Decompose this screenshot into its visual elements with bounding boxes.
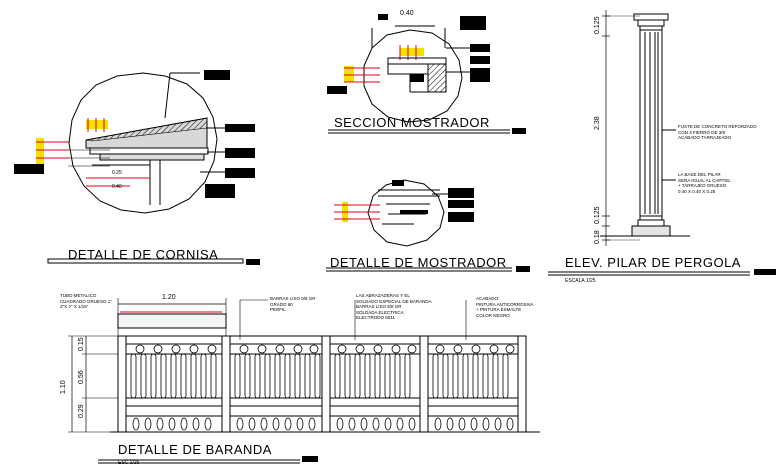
title-seccion-mostrador: SECCION MOSTRADOR	[334, 115, 490, 130]
note-baranda-acabado: ACABADO: PINTURA ANTICORROSIVA + PINTURA…	[476, 296, 534, 318]
title-elev-pilar: ELEV. PILAR DE PERGOLA	[565, 255, 741, 270]
baranda-posts	[117, 335, 527, 433]
title-detalle-cornisa: DETALLE DE CORNISA	[68, 247, 219, 262]
dim-pilar-total: 2.38	[594, 116, 601, 130]
dim-pilar-top: 0.125	[594, 16, 601, 34]
seccion-mostrador-detail	[327, 14, 526, 134]
pilar-elevation	[548, 10, 776, 276]
note-pilar-fuste: FUSTE DE CONCRETO REFORZADO CON 4 FIERRO…	[678, 124, 757, 140]
cornisa-detail: 0.25 0.40	[14, 70, 260, 265]
dim-seccion-width: 0.40	[400, 10, 414, 17]
seccion-break-circle	[363, 29, 463, 123]
svg-text:0.40: 0.40	[112, 184, 122, 190]
pilar-shaft	[639, 29, 663, 217]
dim-pilar-plinth: 0.18	[594, 230, 601, 244]
baranda-top-circles	[135, 344, 515, 354]
baranda-balusters	[130, 353, 509, 399]
dim-baranda-bottom: 0.29	[78, 404, 85, 418]
note-baranda-grado: BARRAS LISO 5/8 GR GRADO 60 PERFIL	[270, 296, 316, 312]
note-pilar-base: LA BASE DEL PILAR SERA IGUAL AL CAPITEL …	[678, 172, 731, 194]
note-baranda-tubo: TUBO METALICO CUADRADO GRUESO 1" 2"X 2" …	[60, 293, 112, 309]
cornisa-break-circle	[68, 72, 218, 214]
pilar-capital	[633, 13, 669, 21]
cornisa-lower-lip	[89, 147, 209, 155]
dim-baranda-width: 1.20	[162, 294, 176, 301]
mostrador-detail	[326, 179, 530, 272]
scale-pilar: ESCALA 1/25	[565, 278, 596, 284]
scale-baranda: ESC 1/25	[118, 460, 140, 466]
pilar-base	[631, 225, 671, 237]
dim-baranda-top: 0.15	[78, 337, 85, 351]
baranda-detail	[68, 298, 540, 464]
dim-pilar-base: 0.125	[594, 206, 601, 224]
baranda-lower-ovals	[132, 417, 514, 431]
svg-text:0.25: 0.25	[112, 170, 122, 176]
dim-baranda-mid: 0.56	[78, 370, 85, 384]
title-detalle-mostrador: DETALLE DE MOSTRADOR	[330, 255, 507, 270]
note-baranda-soldadura: LAS ABRAZADERAS Y EL SOLDADO ESPECIAL DE…	[356, 293, 432, 320]
title-detalle-baranda: DETALLE DE BARANDA	[118, 442, 272, 457]
dim-baranda-total: 1.10	[60, 380, 67, 394]
